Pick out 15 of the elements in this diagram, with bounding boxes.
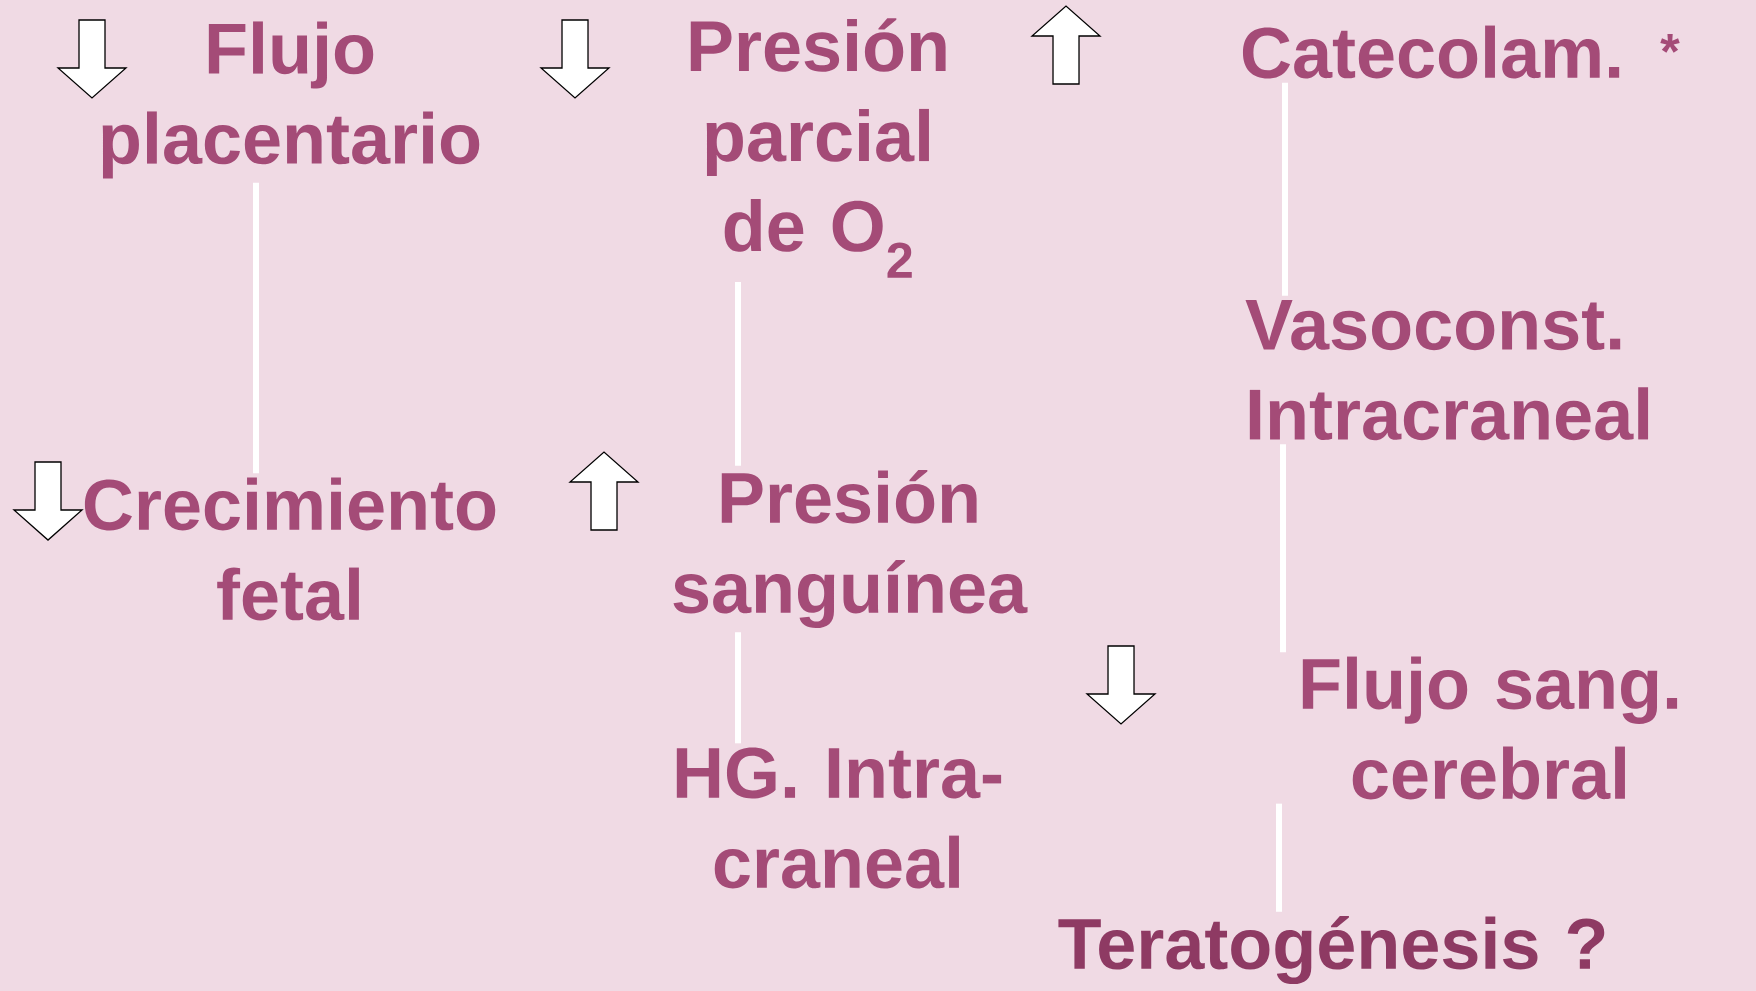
connector-line (735, 281, 741, 466)
connector-line (1280, 444, 1286, 653)
text-label: Flujo placentario (102, 21, 480, 179)
connector-line (1276, 803, 1282, 912)
text-label: Presión parcial de O$_{2}$ (690, 18, 946, 278)
connector-line (253, 182, 259, 474)
text-label: HG. Intra- craneal (676, 747, 1002, 889)
text-label: Catecolam. $^{*}$ (1242, 25, 1680, 79)
text-label: Flujo sang. cerebral (1302, 656, 1678, 800)
connector-line (1282, 82, 1288, 296)
connector-line (735, 632, 741, 744)
text-label: Presión sanguínea (673, 469, 1028, 629)
text-label: Crecimiento fetal (84, 477, 496, 621)
text-label: Vasoconst. Intracraneal (1245, 299, 1649, 441)
text-label: Teratogénesis ? (1058, 916, 1605, 985)
